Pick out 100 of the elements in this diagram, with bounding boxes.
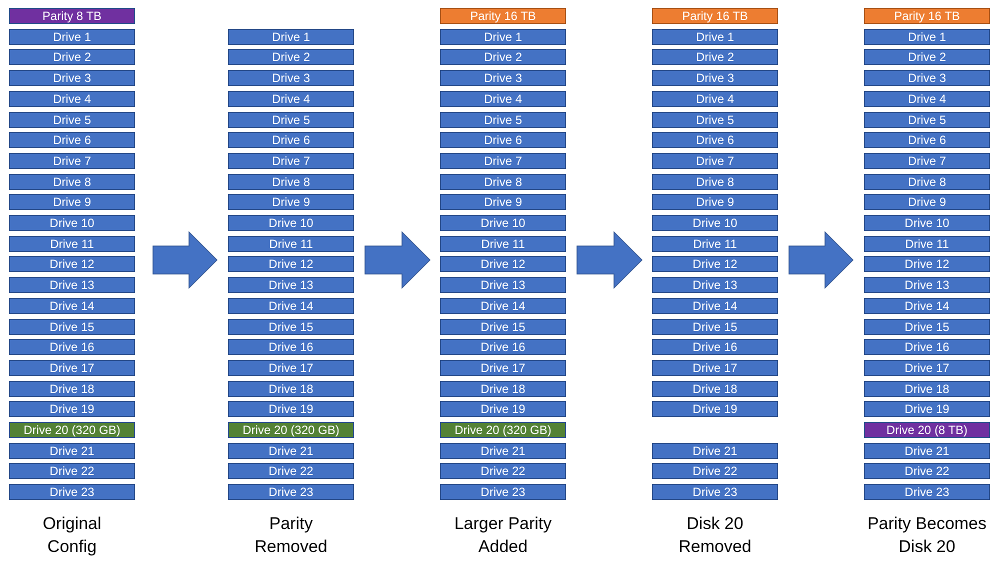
drive-box: Drive 17 (228, 360, 354, 376)
drive-box: Parity 16 TB (864, 8, 990, 24)
drive-box: Drive 11 (652, 236, 778, 252)
drive-box: Drive 7 (9, 152, 135, 169)
drive-box: Drive 3 (9, 70, 135, 86)
column-caption: Larger Parity Added (453, 513, 553, 558)
column-caption: Disk 20 Removed (678, 513, 752, 558)
drive-box: Drive 11 (9, 236, 135, 252)
drive-box: Drive 3 (228, 70, 354, 86)
drive-box: Drive 13 (864, 277, 990, 294)
drive-box: Drive 1 (228, 28, 354, 45)
drive-box: Drive 15 (228, 318, 354, 334)
drive-box: Drive 23 (228, 484, 354, 500)
drive-box: Drive 15 (440, 318, 566, 334)
drive-box: Drive 8 (9, 174, 135, 190)
drive-box: Drive 20 (320 GB) (228, 422, 354, 438)
drive-box: Drive 11 (228, 236, 354, 252)
drive-box: Drive 20 (320 GB) (440, 422, 566, 438)
block-arrow (152, 231, 218, 289)
drive-box: Drive 19 (652, 401, 778, 418)
drive-box: Drive 22 (440, 463, 566, 480)
drive-box: Drive 5 (440, 112, 566, 128)
drive-box: Drive 10 (864, 215, 990, 231)
drive-box: Drive 19 (864, 401, 990, 418)
drive-box: Drive 23 (9, 484, 135, 500)
drive-box: Drive 22 (652, 463, 778, 480)
drive-box: Drive 16 (864, 339, 990, 356)
drive-box: Drive 7 (228, 152, 354, 169)
drive-box: Drive 8 (440, 174, 566, 190)
drive-box: Drive 13 (652, 277, 778, 294)
drive-box: Drive 13 (228, 277, 354, 294)
drive-box: Drive 1 (652, 28, 778, 45)
drive-box: Drive 12 (440, 256, 566, 272)
drive-box: Drive 1 (440, 28, 566, 45)
drive-box: Drive 14 (652, 298, 778, 314)
drive-box: Drive 16 (228, 339, 354, 356)
drive-box: Drive 13 (9, 277, 135, 294)
drive-box: Drive 3 (440, 70, 566, 86)
drive-box: Drive 10 (652, 215, 778, 231)
drive-box: Drive 3 (652, 70, 778, 86)
drive-box: Drive 4 (864, 90, 990, 107)
drive-box: Drive 5 (864, 112, 990, 128)
drive-box: Drive 4 (228, 90, 354, 107)
drive-box: Drive 7 (440, 152, 566, 169)
drive-box: Drive 19 (228, 401, 354, 418)
drive-box: Parity 8 TB (9, 8, 135, 24)
drive-box: Drive 22 (864, 463, 990, 480)
drive-box: Drive 6 (9, 132, 135, 148)
drive-box: Drive 7 (652, 152, 778, 169)
drive-box: Drive 5 (9, 112, 135, 128)
drive-box: Drive 7 (864, 152, 990, 169)
drive-box: Drive 9 (864, 194, 990, 210)
drive-box: Drive 19 (9, 401, 135, 418)
drive-box: Drive 20 (8 TB) (864, 422, 990, 438)
drive-box: Drive 10 (440, 215, 566, 231)
drive-box: Drive 15 (864, 318, 990, 334)
drive-box: Drive 23 (652, 484, 778, 500)
drive-box: Drive 6 (440, 132, 566, 148)
drive-box: Drive 14 (228, 298, 354, 314)
drive-box: Drive 3 (864, 70, 990, 86)
drive-box: Drive 4 (652, 90, 778, 107)
block-arrow (576, 231, 643, 289)
drive-box: Drive 18 (9, 380, 135, 397)
drive-box: Drive 8 (228, 174, 354, 190)
drive-box: Drive 21 (9, 442, 135, 459)
drive-box: Drive 21 (228, 442, 354, 459)
drive-box: Drive 4 (9, 90, 135, 107)
drive-box: Drive 20 (320 GB) (9, 422, 135, 438)
drive-box: Drive 12 (652, 256, 778, 272)
drive-box: Drive 8 (864, 174, 990, 190)
drive-box: Drive 6 (652, 132, 778, 148)
column-caption: Original Config (42, 513, 102, 558)
drive-box: Drive 4 (440, 90, 566, 107)
drive-box: Drive 5 (652, 112, 778, 128)
drive-box: Drive 17 (440, 360, 566, 376)
drive-box: Drive 9 (440, 194, 566, 210)
drive-box: Drive 17 (864, 360, 990, 376)
drive-box: Drive 5 (228, 112, 354, 128)
drive-box: Drive 10 (9, 215, 135, 231)
drive-box: Drive 8 (652, 174, 778, 190)
drive-box: Drive 17 (652, 360, 778, 376)
drive-box: Drive 18 (864, 380, 990, 397)
drive-box: Drive 12 (228, 256, 354, 272)
drive-box: Drive 19 (440, 401, 566, 418)
drive-box: Drive 14 (9, 298, 135, 314)
drive-box: Drive 14 (440, 298, 566, 314)
drive-box: Drive 16 (440, 339, 566, 356)
drive-box: Drive 11 (440, 236, 566, 252)
drive-box: Drive 2 (9, 49, 135, 66)
drive-box: Drive 18 (228, 380, 354, 397)
drive-box: Drive 23 (864, 484, 990, 500)
drive-box: Drive 11 (864, 236, 990, 252)
drive-box: Drive 18 (440, 380, 566, 397)
drive-box: Parity 16 TB (652, 8, 778, 24)
drive-box: Drive 9 (652, 194, 778, 210)
drive-box: Parity 16 TB (440, 8, 566, 24)
block-arrow (364, 231, 431, 289)
drive-box: Drive 1 (9, 28, 135, 45)
drive-box: Drive 12 (9, 256, 135, 272)
drive-box: Drive 1 (864, 28, 990, 45)
